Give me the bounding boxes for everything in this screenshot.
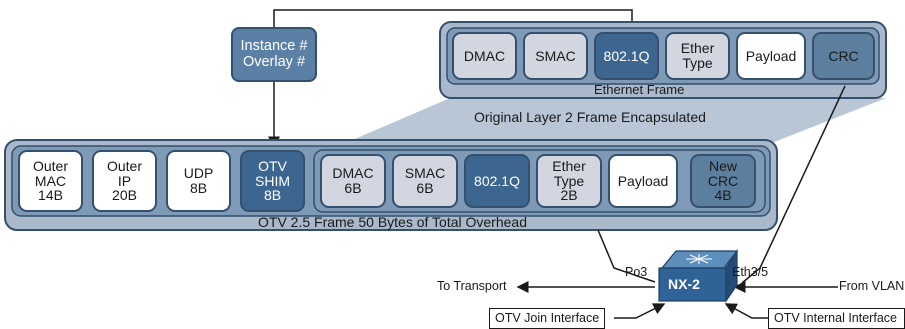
eth-field-ethertype: Ether Type	[665, 32, 730, 80]
port-eth35-label: Eth3/5	[732, 265, 769, 279]
otv-field-outer-mac: Outer MAC 14B	[18, 150, 83, 212]
po3-connector	[597, 229, 656, 283]
eth35-connector	[741, 85, 846, 284]
eth-field-8021q: 802.1Q	[594, 32, 659, 80]
callout-connector	[273, 9, 633, 30]
otv-field-8021q: 802.1Q	[464, 154, 530, 208]
encapsulated-caption: Original Layer 2 Frame Encapsulated	[474, 109, 706, 125]
port-po3-label: Po3	[625, 265, 648, 279]
ethernet-frame-caption: Ethernet Frame	[594, 82, 685, 97]
otv-field-dmac: DMAC 6B	[320, 154, 386, 208]
eth-field-smac: SMAC	[523, 32, 588, 80]
otv-field-ethertype: Ether Type 2B	[536, 154, 602, 208]
otv-frame-caption: OTV 2.5 Frame 50 Bytes of Total Overhead	[258, 214, 527, 230]
otv-field-smac: SMAC 6B	[392, 154, 458, 208]
eth-field-dmac: DMAC	[452, 32, 517, 80]
otv-field-outer-ip: Outer IP 20B	[92, 150, 157, 212]
join-interface-label: OTV Join Interface	[489, 308, 606, 329]
eth-field-crc: CRC	[812, 32, 875, 80]
encapsulation-funnel	[334, 98, 886, 148]
otv-field-shim: OTV SHIM 8B	[240, 150, 305, 212]
otv-field-new-crc: New CRC 4B	[690, 154, 756, 208]
otv-field-payload: Payload	[608, 154, 678, 208]
switch-name: NX-2	[668, 276, 700, 292]
internal-interface-pointer	[724, 303, 768, 319]
internal-interface-label: OTV Internal Interface	[768, 308, 905, 329]
eth-field-payload: Payload	[736, 32, 806, 80]
to-transport-label: To Transport	[437, 279, 507, 293]
join-interface-pointer	[614, 303, 666, 319]
from-vlan-label: From VLAN	[839, 279, 905, 293]
switch-icon	[658, 248, 739, 303]
overlay-callout: Instance # Overlay #	[231, 27, 317, 82]
otv-field-udp: UDP 8B	[166, 150, 231, 212]
